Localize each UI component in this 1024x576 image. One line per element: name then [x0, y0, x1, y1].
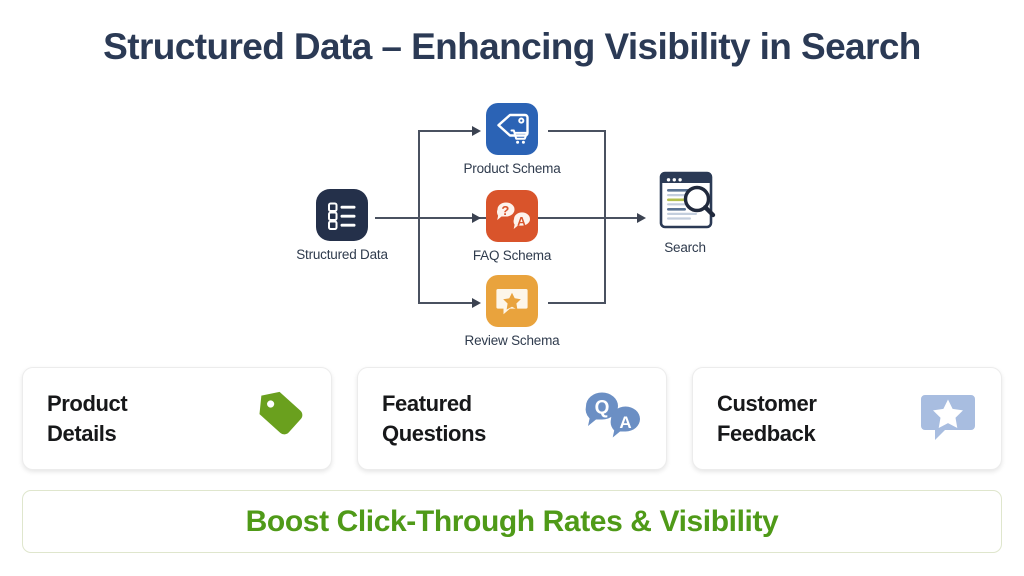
connector-to-review	[418, 302, 476, 304]
node-label-search: Search	[664, 240, 706, 255]
arrowhead-faq-icon	[472, 213, 481, 223]
connector-review-out	[548, 302, 606, 304]
svg-text:A: A	[619, 413, 631, 432]
feature-card-list: Product Details Featured Questions Q A C…	[22, 367, 1002, 470]
star-bubble-icon	[917, 387, 979, 450]
connector-left-bus	[418, 130, 420, 304]
card-title-featured-questions: Featured Questions	[382, 391, 486, 446]
star-bubble-icon	[486, 275, 538, 327]
arrowhead-search-icon	[637, 213, 646, 223]
node-label-faq-schema: FAQ Schema	[472, 248, 552, 263]
feature-card-customer-feedback[interactable]: Customer Feedback	[692, 367, 1002, 470]
feature-card-product-details[interactable]: Product Details	[22, 367, 332, 470]
checklist-icon	[316, 189, 368, 241]
node-search[interactable]: Search	[625, 168, 745, 255]
connector-product-out	[548, 130, 606, 132]
page-title: Structured Data – Enhancing Visibility i…	[103, 26, 921, 67]
qa-bubbles-icon: Q A	[580, 388, 644, 449]
price-tag-icon	[247, 387, 309, 450]
node-faq-schema[interactable]: ? A FAQ Schema	[452, 190, 572, 263]
card-title-product-details: Product Details	[47, 391, 128, 446]
svg-text:A: A	[517, 214, 526, 228]
node-label-structured-data: Structured Data	[296, 247, 388, 262]
cta-banner-text: Boost Click-Through Rates & Visibility	[245, 504, 779, 538]
flow-diagram: Structured Data Product Schema ? A	[0, 95, 1024, 355]
connector-to-product	[418, 130, 476, 132]
svg-text:?: ?	[501, 203, 509, 218]
node-label-review-schema: Review Schema	[464, 333, 560, 348]
price-tag-cart-icon	[486, 103, 538, 155]
card-title-customer-feedback: Customer Feedback	[717, 391, 817, 446]
node-structured-data[interactable]: Structured Data	[283, 189, 401, 262]
svg-text:Q: Q	[595, 398, 610, 419]
node-review-schema[interactable]: Review Schema	[452, 275, 572, 348]
connector-bus-to-search	[548, 217, 643, 219]
qa-bubbles-icon: ? A	[486, 190, 538, 242]
cta-banner[interactable]: Boost Click-Through Rates & Visibility	[22, 490, 1002, 553]
node-product-schema[interactable]: Product Schema	[452, 103, 572, 176]
arrowhead-product-icon	[472, 126, 481, 136]
node-label-product-schema: Product Schema	[463, 161, 561, 176]
arrowhead-review-icon	[472, 298, 481, 308]
browser-search-icon	[647, 168, 723, 234]
feature-card-featured-questions[interactable]: Featured Questions Q A	[357, 367, 667, 470]
